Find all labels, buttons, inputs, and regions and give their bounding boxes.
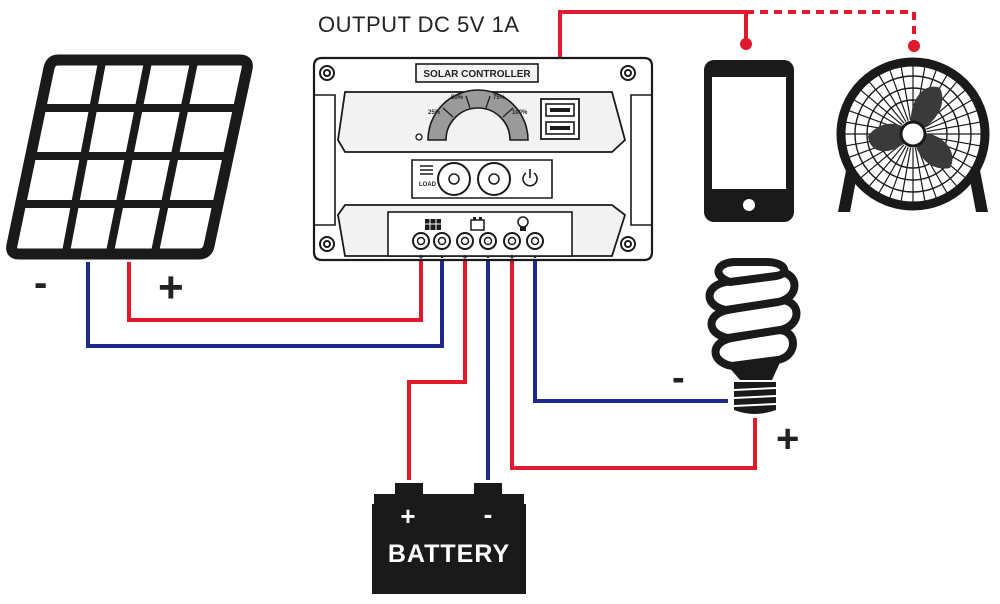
terminal-battery-negative[interactable] (479, 232, 497, 250)
bulb-negative-label: - (672, 357, 685, 399)
terminal-battery-icon (470, 219, 485, 231)
terminal-signs: + - + - + - (418, 252, 536, 262)
battery-icon-post-1 (473, 217, 476, 220)
gauge-label-75: 75% (493, 95, 506, 101)
battery: + - BATTERY (372, 483, 526, 594)
terminal-solar-negative[interactable] (433, 232, 451, 250)
fan-output-wire-dashed (746, 10, 916, 42)
fan-spoke (878, 74, 907, 123)
load-positive-wire (510, 255, 757, 470)
bulb-coils (705, 258, 801, 370)
fan-spoke (860, 89, 903, 126)
smartphone (704, 60, 794, 222)
battery-gauge: 25% 50% 75% 100% (427, 89, 529, 141)
fan-spoke (914, 147, 926, 202)
fan-spoke (925, 110, 978, 130)
solar-panel: - + (6, 54, 253, 312)
bulb-base (733, 382, 777, 414)
terminal-load-negative[interactable] (526, 232, 544, 250)
wires (86, 10, 920, 480)
solar-positive-label: + (158, 263, 184, 312)
battery-terminal-right (474, 483, 502, 497)
solar-controller: SOLAR CONTROLLER 25% 50% 75% 100% (312, 56, 654, 262)
battery-body (372, 504, 526, 594)
controller-title: SOLAR CONTROLLER (423, 69, 531, 80)
battery-label: BATTERY (388, 540, 510, 568)
terminal-sign-6: - (534, 252, 537, 262)
status-led (415, 133, 423, 141)
terminal-load-positive[interactable] (503, 232, 521, 250)
bulb-positive-label: + (776, 417, 799, 461)
fan-hub (899, 120, 927, 148)
usb-output-wire (558, 10, 748, 95)
fan-spoke (900, 66, 912, 121)
terminal-icons (425, 216, 529, 231)
solar-negative-wire (86, 255, 444, 348)
output-label: OUTPUT DC 5V 1A (318, 12, 519, 37)
usb-ports (540, 98, 580, 140)
usb-port-1-tongue (550, 108, 570, 112)
gauge-label-100: 100% (512, 110, 528, 116)
terminal-sign-4: - (487, 252, 490, 262)
controller-bevel-right (630, 94, 652, 226)
fan-spoke (889, 146, 909, 199)
usb-port-2-tongue (550, 126, 570, 130)
terminal-sign-5: + (509, 252, 514, 262)
terminal-sign-1: + (418, 252, 423, 262)
solar-positive-wire (127, 255, 423, 322)
load-negative-wire (533, 255, 728, 403)
battery-negative-label: - (484, 499, 493, 529)
gauge-label-50: 50% (451, 95, 464, 101)
battery-terminal-left (395, 483, 423, 497)
fan-connector-dot (908, 40, 920, 52)
fan-spoke (853, 99, 902, 128)
fan-spoke (860, 142, 903, 179)
controller-screws (319, 65, 636, 252)
battery-icon-post-2 (479, 217, 482, 220)
terminals (412, 232, 544, 250)
solar-negative-label: - (34, 261, 47, 305)
terminal-sign-3: + (462, 252, 467, 262)
phone-screen (712, 77, 786, 189)
gauge-label-25: 25% (428, 110, 441, 116)
solar-panel-grid (20, 61, 237, 253)
fan-spoke (878, 145, 907, 194)
fan-spoke (868, 144, 905, 187)
controller-bevel-left (314, 94, 336, 226)
fan-spoke (889, 69, 909, 122)
light-bulb: - + (672, 258, 801, 461)
load-label: LOAD (419, 182, 437, 188)
mode-button[interactable] (477, 162, 511, 196)
controller-title-plate (415, 63, 539, 83)
terminal-solar-positive[interactable] (412, 232, 430, 250)
battery-positive-label: + (400, 501, 415, 531)
fan-spoke (868, 81, 905, 124)
terminal-sign-2: - (441, 252, 444, 262)
phone-connector-dot (740, 38, 752, 50)
load-icon (420, 165, 433, 175)
fan-spoke (924, 99, 973, 128)
battery-positive-wire (407, 255, 467, 480)
terminal-battery-positive[interactable] (456, 232, 474, 250)
battery-lid (374, 494, 524, 504)
desk-fan (836, 57, 990, 212)
load-button[interactable] (437, 162, 471, 196)
bulb-neck (728, 358, 782, 380)
fan-spoke (900, 147, 912, 202)
terminal-bulb-icon (517, 216, 529, 231)
fan-spoke (926, 121, 981, 133)
power-icon (522, 169, 538, 187)
phone-home-button (743, 199, 755, 211)
